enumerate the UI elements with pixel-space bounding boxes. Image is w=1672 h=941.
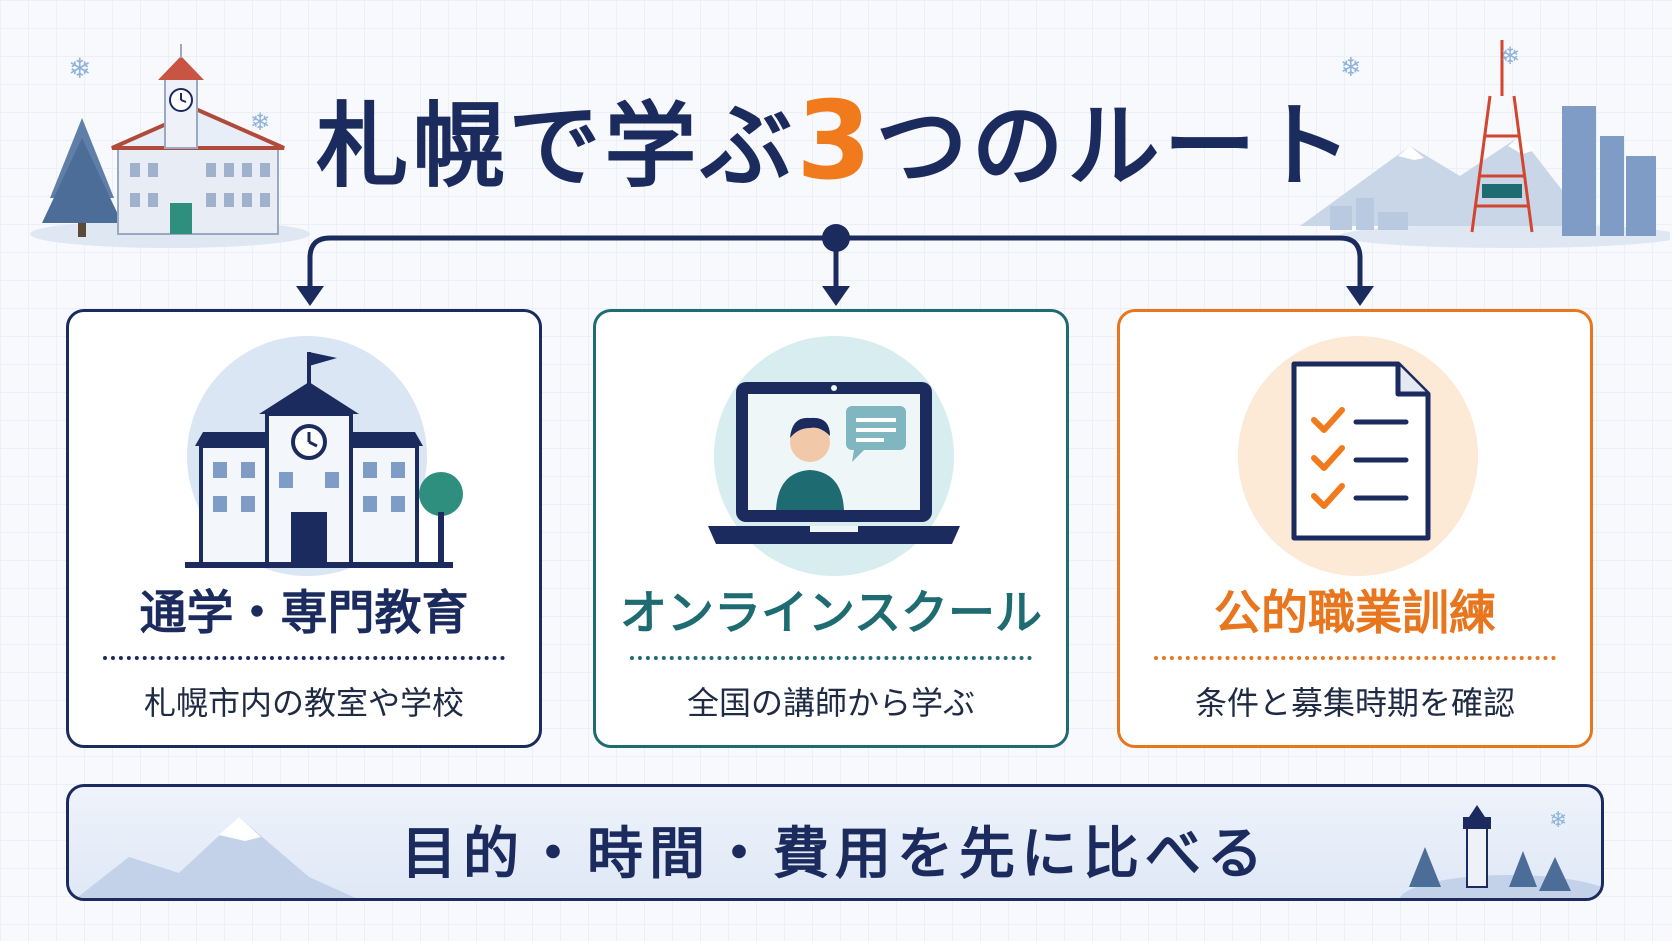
banner-text: 目的・時間・費用を先に比べる [401, 822, 1269, 887]
card-subtitle: 条件と募集時期を確認 [1194, 684, 1515, 722]
school-building-icon [185, 352, 463, 568]
dotted-divider [1154, 656, 1556, 660]
arrow-down-icon [296, 286, 324, 306]
laptop-video-call-icon [708, 382, 960, 544]
card-subtitle: 全国の講師から学ぶ [686, 684, 975, 722]
route-card-online[interactable]: オンラインスクール 全国の講師から学ぶ [593, 309, 1069, 748]
lighthouse-forest-illustration: ❄ [1399, 805, 1601, 898]
route-card-classroom[interactable]: 通学・専門教育 札幌市内の教室や学校 [66, 309, 542, 748]
snowflake-icon: ❄ [1340, 53, 1362, 83]
mountain-illustration [76, 817, 356, 898]
snowflake-icon: ❄ [1549, 808, 1567, 833]
snowflake-icon: ❄ [250, 108, 270, 136]
card-subtitle: 札幌市内の教室や学校 [143, 684, 464, 722]
card-title: オンラインスクール [619, 586, 1043, 641]
route-card-public-training[interactable]: 公的職業訓練 条件と募集時期を確認 [1117, 309, 1593, 748]
title-prefix: 札幌で学ぶ [316, 93, 797, 200]
clock-tower-illustration: ❄ ❄ [30, 44, 310, 248]
card-title: 公的職業訓練 [1214, 586, 1496, 641]
title-number: 3 [796, 79, 876, 204]
arrow-down-icon [1346, 286, 1374, 306]
page-title: 札幌で学ぶ3つのルート [0, 72, 1672, 205]
dotted-divider [630, 656, 1032, 660]
arrow-down-icon [822, 286, 850, 306]
tv-tower-skyline-illustration: ❄ ❄ [1300, 40, 1670, 248]
title-suffix: つのルート [875, 93, 1356, 200]
route-connector [296, 224, 1374, 306]
summary-banner: ❄ 目的・時間・費用を先に比べる [66, 784, 1604, 901]
snowflake-icon: ❄ [1500, 42, 1520, 70]
snowflake-icon: ❄ [68, 52, 91, 85]
checklist-document-icon [1291, 361, 1431, 541]
card-title: 通学・専門教育 [139, 586, 469, 641]
dotted-divider [103, 656, 505, 660]
pine-tree-icon [42, 118, 122, 237]
